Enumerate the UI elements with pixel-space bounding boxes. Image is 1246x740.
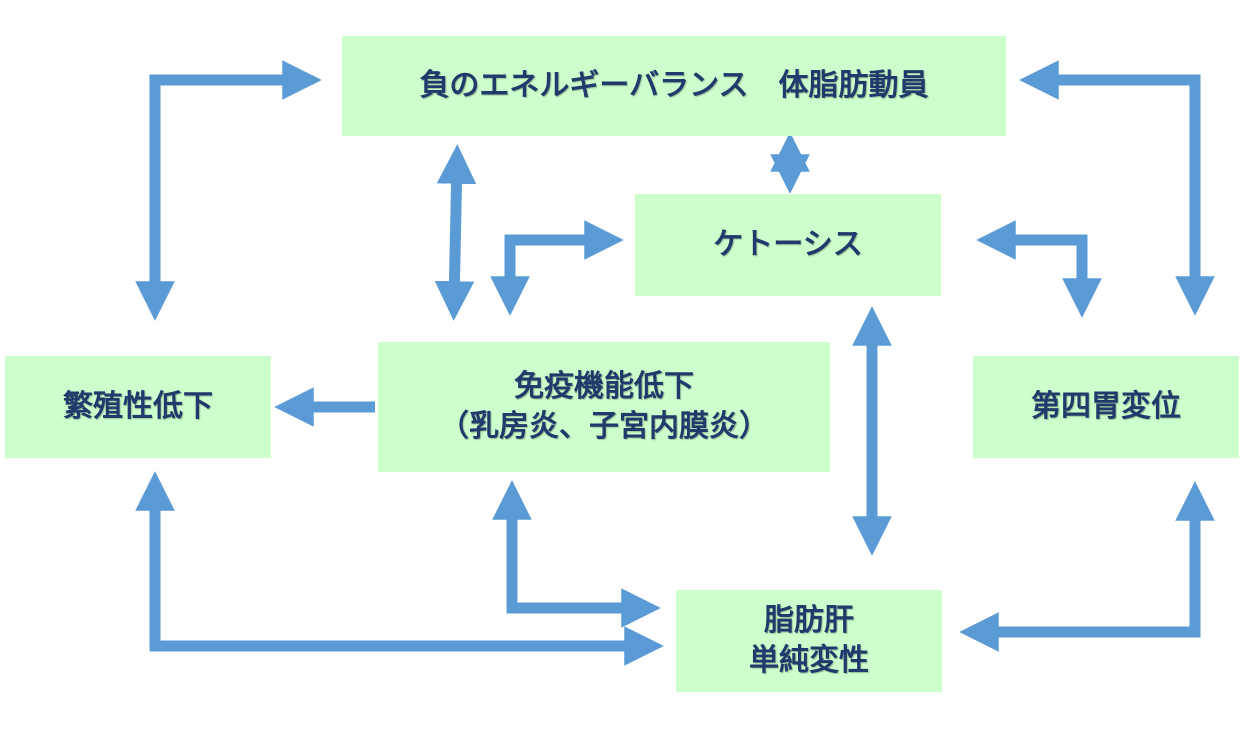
node-label: 繁殖性低下 xyxy=(63,388,213,424)
node-label-line-1: 免疫機能低下 xyxy=(514,368,694,404)
arrow-ketosis-abomasum xyxy=(976,220,1102,318)
arrow-abomasum-liver xyxy=(959,481,1215,652)
arrow-ketosis-immune xyxy=(490,220,624,316)
node-label-line-2: 単純変性 xyxy=(749,643,869,678)
arrow-neb-reproduction xyxy=(135,60,322,321)
node-label-line-2: （乳房炎、子宮内膜炎） xyxy=(439,409,769,444)
node-label-line-1: 脂肪肝 xyxy=(764,602,854,638)
node-immune-decline: 免疫機能低下 （乳房炎、子宮内膜炎） xyxy=(378,342,830,472)
node-ketosis: ケトーシス xyxy=(635,194,941,296)
node-label: 負のエネルギーバランス 体脂肪動員 xyxy=(419,67,929,103)
arrow-immune-liver xyxy=(492,480,661,628)
node-label: 第四胃変位 xyxy=(1031,388,1181,424)
arrow-neb-abomasum xyxy=(1019,60,1215,316)
node-reproduction-decline: 繁殖性低下 xyxy=(5,356,271,458)
node-fatty-liver: 脂肪肝 単純変性 xyxy=(676,590,942,692)
arrow-neb-immune xyxy=(434,144,477,321)
node-label: ケトーシス xyxy=(713,226,863,262)
node-negative-energy-balance: 負のエネルギーバランス 体脂肪動員 xyxy=(342,36,1006,136)
node-abomasum-displacement: 第四胃変位 xyxy=(973,356,1239,458)
arrow-reproduction-liver xyxy=(135,471,664,666)
